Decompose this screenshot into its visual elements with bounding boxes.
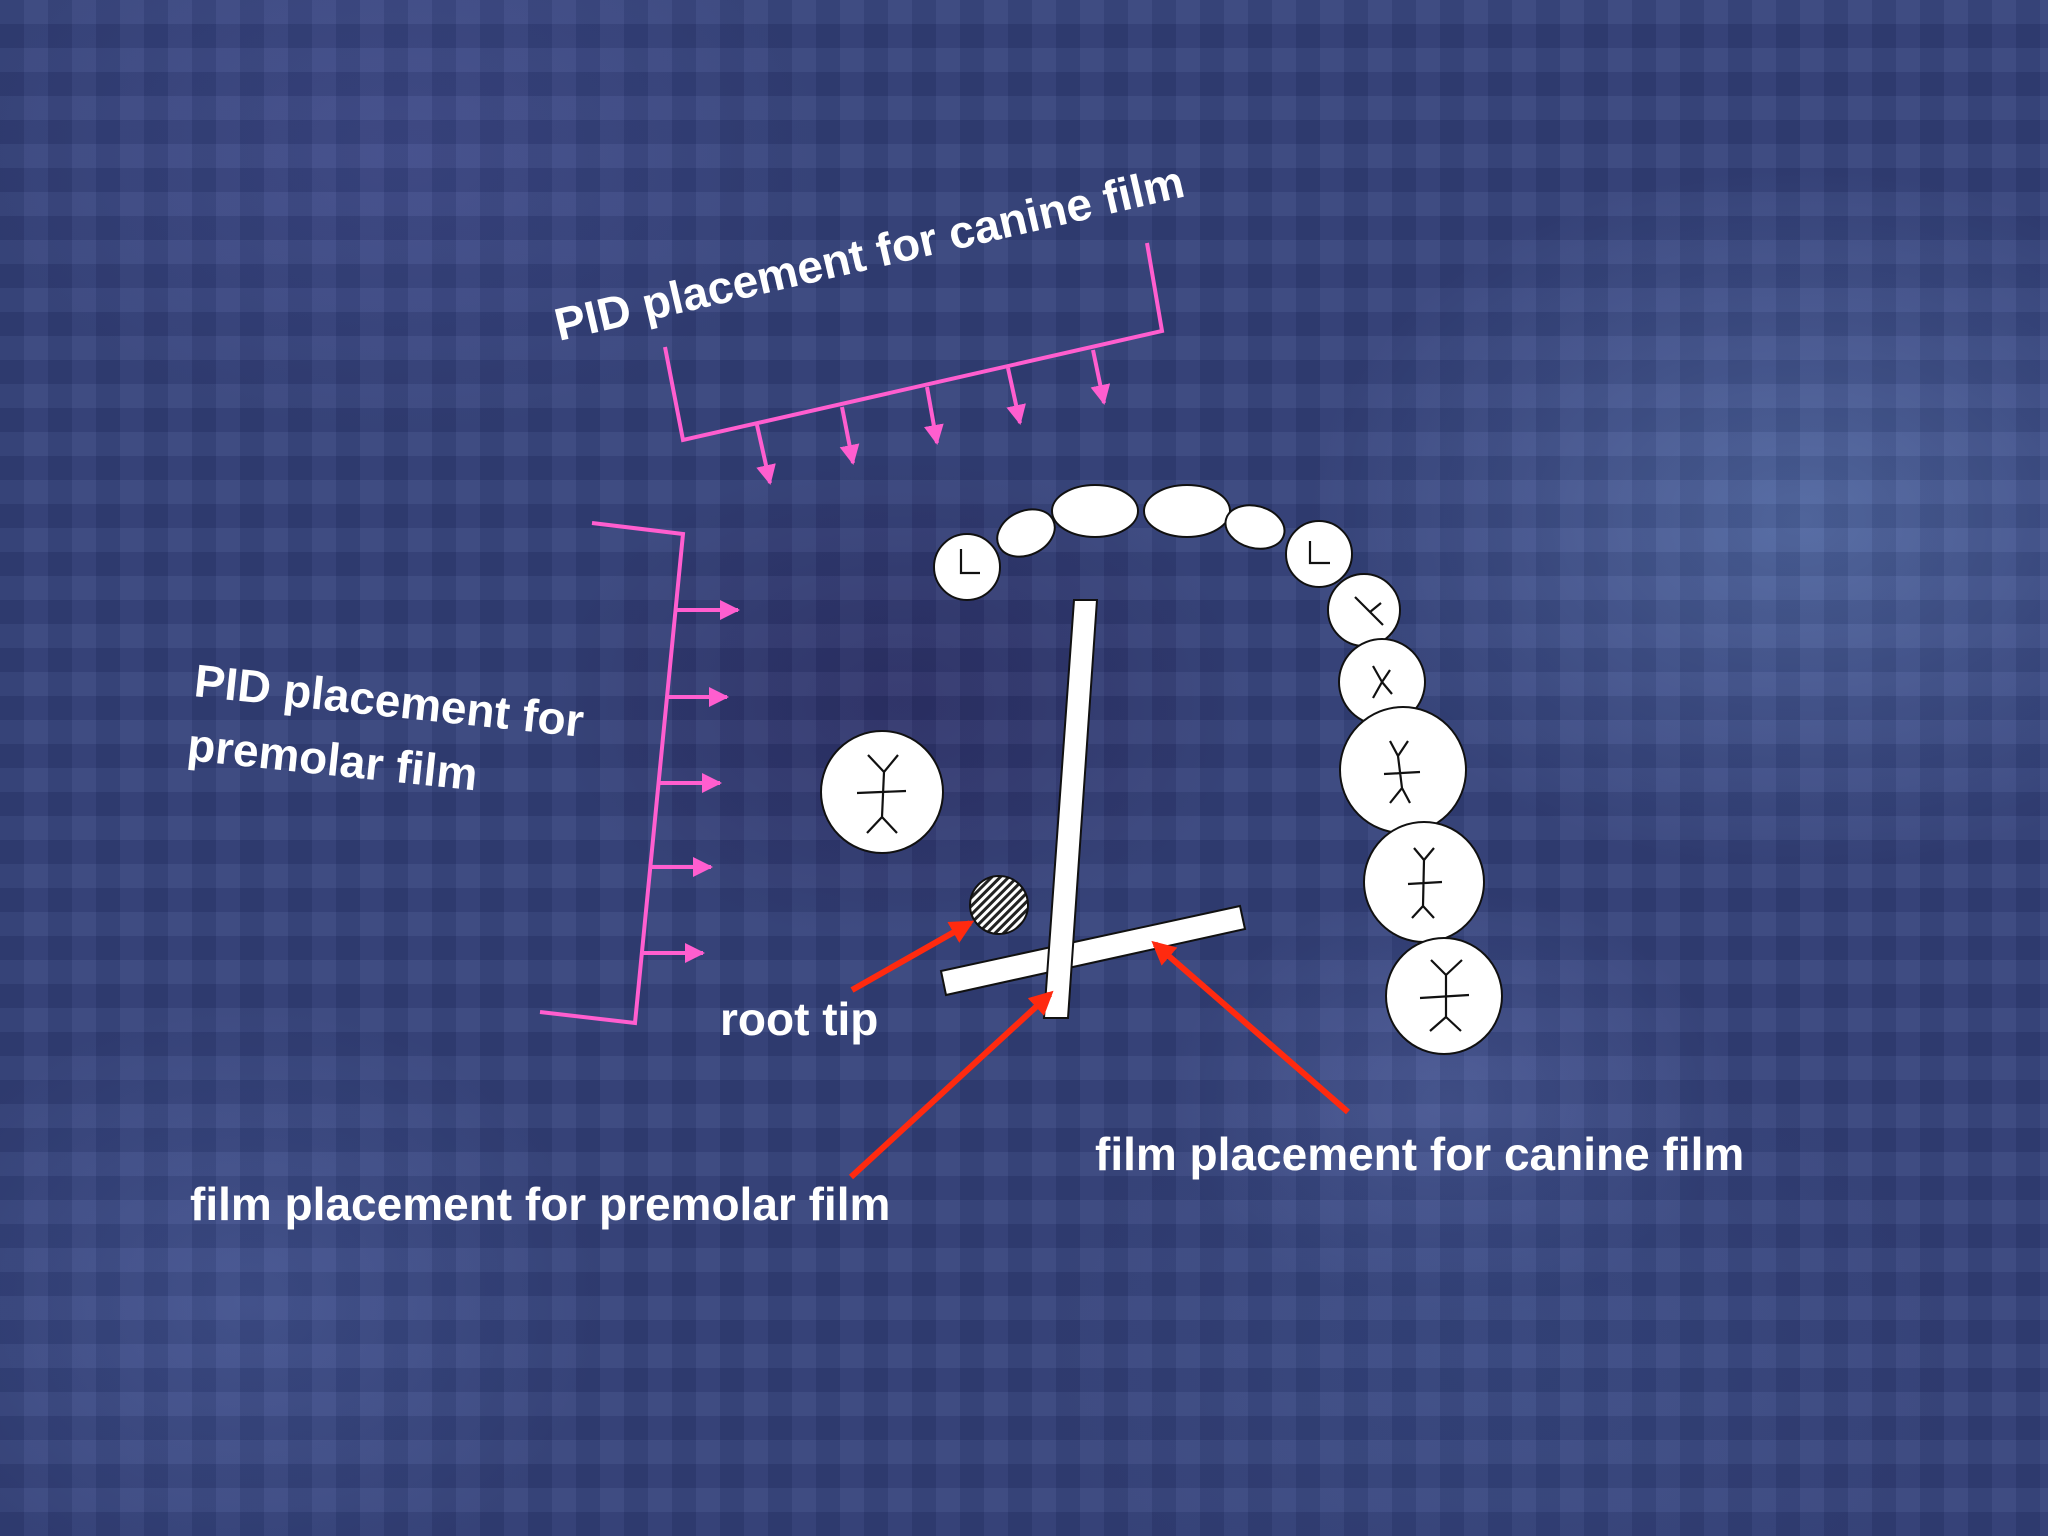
film-premolar [1042, 599, 1099, 1019]
dental-arch [820, 484, 1503, 1055]
root-tip-label: root tip [720, 993, 878, 1045]
tooth-premolar-2 [1339, 706, 1467, 834]
tooth-incisor-3 [1143, 484, 1231, 538]
tooth-incisor-1 [996, 508, 1056, 558]
pid-canine-bracket [663, 242, 1165, 485]
pointer-arrows [848, 920, 1350, 1180]
root-tip [969, 875, 1029, 935]
tooth-incisor-4 [1224, 504, 1286, 550]
film-canine-label: film placement for canine film [1095, 1128, 1744, 1180]
tooth-lateral-right [1285, 520, 1353, 588]
pid-premolar-bracket [539, 521, 740, 1026]
tooth-incisor-2 [1051, 484, 1139, 538]
tooth-canine [1327, 573, 1401, 647]
tooth-lateral-left [933, 533, 1001, 601]
film-premolar-label: film placement for premolar film [190, 1178, 890, 1230]
pid-canine-label: PID placement for canine film [550, 155, 1189, 351]
film-canine [939, 904, 1247, 997]
